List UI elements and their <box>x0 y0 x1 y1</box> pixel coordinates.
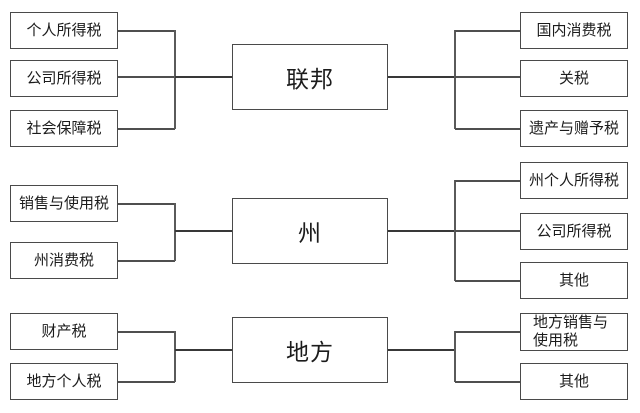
connector-line <box>118 76 175 78</box>
connector-line <box>454 30 456 129</box>
node-tariff: 关税 <box>520 60 628 97</box>
node-local-personal-tax: 地方个人税 <box>10 363 118 400</box>
node-state-personal-income-tax: 州个人所得税 <box>520 162 628 199</box>
connector-line <box>175 76 232 78</box>
node-sales-use-tax: 销售与使用税 <box>10 185 118 222</box>
node-local-sales-use-tax: 地方销售与使用税 <box>520 313 628 351</box>
node-property-tax: 财产税 <box>10 313 118 350</box>
connector-line <box>455 30 520 32</box>
connector-line <box>174 203 176 261</box>
node-local-other: 其他 <box>520 363 628 400</box>
connector-line <box>118 128 175 130</box>
connector-line <box>455 180 520 182</box>
node-local: 地方 <box>232 317 388 383</box>
connector-line <box>454 180 456 281</box>
node-state-other: 其他 <box>520 262 628 299</box>
connector-line <box>175 349 232 351</box>
node-domestic-consumption-tax: 国内消费税 <box>520 12 628 49</box>
node-personal-income-tax: 个人所得税 <box>10 12 118 49</box>
node-federal: 联邦 <box>232 44 388 110</box>
connector-line <box>454 331 456 382</box>
connector-line <box>455 76 520 78</box>
connector-line <box>455 381 520 383</box>
connector-line <box>455 331 520 333</box>
connector-line <box>118 331 175 333</box>
connector-line <box>388 230 455 232</box>
connector-line <box>455 230 520 232</box>
connector-line <box>174 331 176 382</box>
connector-line <box>118 381 175 383</box>
node-estate-gift-tax: 遗产与赠予税 <box>520 110 628 147</box>
node-state-corporate-income-tax: 公司所得税 <box>520 213 628 250</box>
node-corporate-income-tax: 公司所得税 <box>10 60 118 97</box>
connector-line <box>118 260 175 262</box>
node-state-consumption-tax: 州消费税 <box>10 242 118 279</box>
node-state: 州 <box>232 198 388 264</box>
connector-line <box>455 128 520 130</box>
connector-line <box>455 280 520 282</box>
connector-line <box>174 30 176 129</box>
connector-line <box>388 349 455 351</box>
node-social-security-tax: 社会保障税 <box>10 110 118 147</box>
connector-line <box>118 203 175 205</box>
connector-line <box>118 30 175 32</box>
connector-line <box>175 230 232 232</box>
connector-line <box>388 76 455 78</box>
